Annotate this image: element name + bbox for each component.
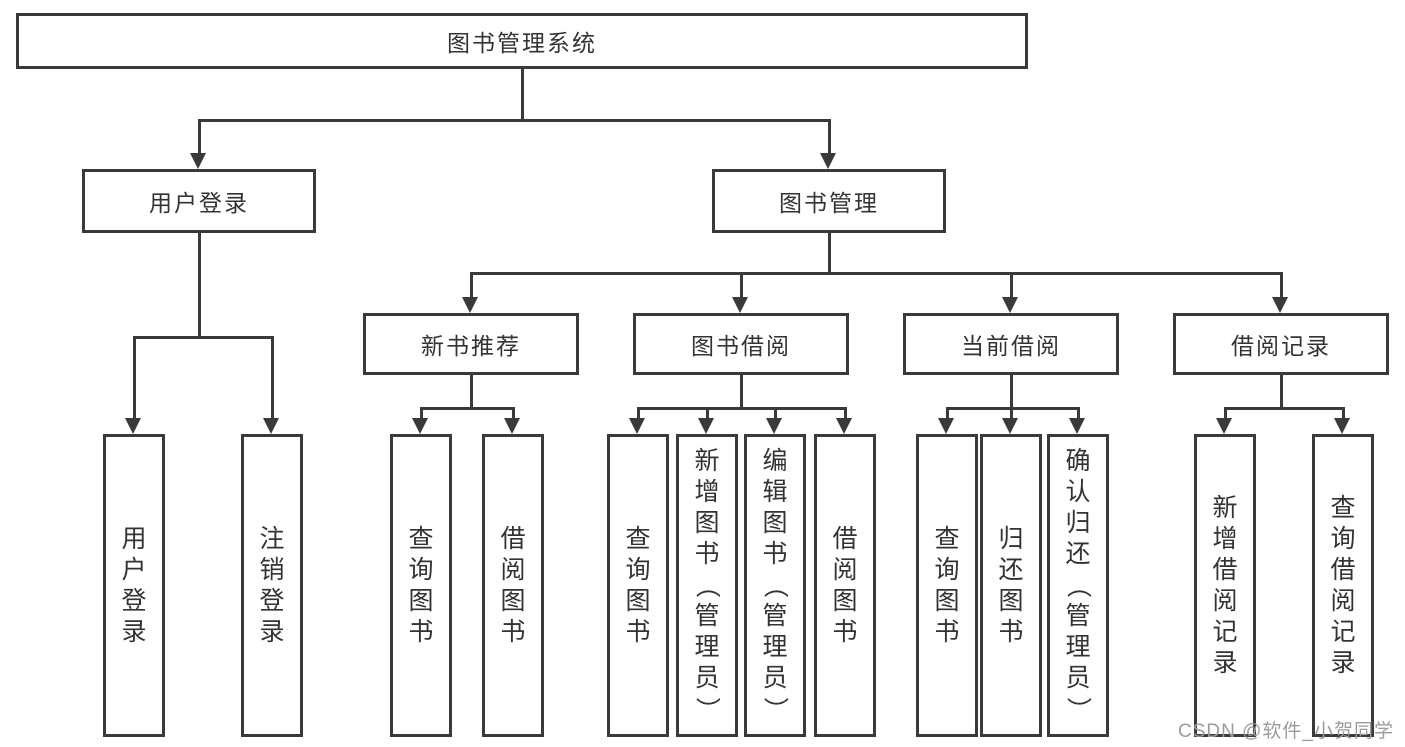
arrow-down-icon [836, 418, 852, 434]
connector-line [739, 375, 743, 407]
node-borrowing-records: 借阅记录 [1173, 313, 1389, 375]
arrow-down-icon [263, 418, 279, 434]
leaf-label: 查询借阅记录 [1330, 493, 1356, 677]
leaf-borrow-books-newbook: 借阅图书 [482, 434, 544, 737]
node-book-borrowing: 图书借阅 [633, 313, 849, 375]
connector-line [1009, 272, 1013, 299]
connector-line [827, 119, 831, 155]
arrow-down-icon [698, 418, 714, 434]
connector-line [419, 407, 423, 420]
csdn-watermark: CSDN @软件_小贺同学 [1178, 721, 1394, 742]
arrow-down-icon [190, 153, 206, 169]
leaf-query-books-current: 查询图书 [916, 434, 978, 737]
arrow-down-icon [412, 418, 428, 434]
leaf-add-books-admin: 新增图书（管理员） [676, 434, 738, 737]
leaf-add-borrow-record: 新增借阅记录 [1194, 434, 1256, 737]
connector-line [636, 407, 640, 420]
connector-line [1009, 407, 1013, 420]
arrow-down-icon [820, 153, 836, 169]
node-book-management: 图书管理 [712, 169, 946, 233]
connector-line [945, 407, 949, 420]
leaf-label: 用户登录 [121, 524, 147, 646]
leaf-confirm-return-admin: 确认归还（管理员） [1047, 434, 1109, 737]
leaf-label: 借阅图书 [832, 524, 858, 646]
connector-line [197, 119, 831, 122]
leaf-edit-books-admin: 编辑图书（管理员） [744, 434, 806, 737]
connector-line [1279, 375, 1283, 407]
connector-line [1223, 407, 1227, 420]
leaf-query-borrow-record: 查询借阅记录 [1312, 434, 1374, 737]
connector-line [197, 119, 201, 155]
connector-line [1279, 272, 1283, 299]
leaf-query-books-borrow: 查询图书 [607, 434, 669, 737]
leaf-label: 借阅图书 [500, 524, 526, 646]
arrow-down-icon [1002, 297, 1018, 313]
arrow-down-icon [629, 418, 645, 434]
node-user-login: 用户登录 [82, 169, 316, 233]
arrow-down-icon [462, 297, 478, 313]
arrow-down-icon [1272, 297, 1288, 313]
leaf-label: 查询图书 [408, 524, 434, 646]
arrow-down-icon [125, 418, 141, 434]
leaf-label: 归还图书 [998, 524, 1024, 646]
connector-line [1009, 375, 1013, 407]
leaf-return-books: 归还图书 [980, 434, 1042, 737]
connector-line [469, 272, 1283, 275]
connector-line [945, 407, 1080, 410]
connector-line [1341, 407, 1345, 420]
connector-line [705, 407, 709, 420]
connector-line [419, 407, 515, 410]
leaf-label: 编辑图书（管理员） [761, 447, 790, 723]
connector-line [132, 336, 274, 339]
arrow-down-icon [1216, 418, 1232, 434]
node-library-management-system: 图书管理系统 [16, 13, 1028, 69]
leaf-borrow-books: 借阅图书 [814, 434, 876, 737]
arrow-down-icon [1069, 418, 1085, 434]
connector-line [636, 407, 847, 410]
leaf-user-login: 用户登录 [103, 434, 165, 737]
leaf-label: 确认归还（管理员） [1064, 447, 1093, 723]
node-current-borrowing: 当前借阅 [903, 313, 1119, 375]
connector-line [1223, 407, 1345, 410]
connector-line [739, 272, 743, 299]
connector-line [469, 375, 473, 407]
connector-line [827, 233, 831, 272]
leaf-logout: 注销登录 [241, 434, 303, 737]
arrow-down-icon [766, 418, 782, 434]
leaf-label: 查询图书 [934, 524, 960, 646]
arrow-down-icon [732, 297, 748, 313]
connector-line [132, 336, 136, 420]
leaf-label: 查询图书 [625, 524, 651, 646]
connector-line [197, 233, 201, 336]
leaf-label: 新增图书（管理员） [693, 447, 722, 723]
arrow-down-icon [1334, 418, 1350, 434]
arrow-down-icon [504, 418, 520, 434]
leaf-label: 新增借阅记录 [1212, 493, 1238, 677]
arrow-down-icon [938, 418, 954, 434]
leaf-label: 注销登录 [259, 524, 285, 646]
node-new-book-recommendation: 新书推荐 [363, 313, 579, 375]
leaf-query-books-newbook: 查询图书 [390, 434, 452, 737]
connector-line [469, 272, 473, 299]
connector-line [843, 407, 847, 420]
connector-line [511, 407, 515, 420]
connector-line [270, 336, 274, 420]
connector-line [520, 69, 524, 119]
arrow-down-icon [1002, 418, 1018, 434]
connector-line [773, 407, 777, 420]
connector-line [1076, 407, 1080, 420]
